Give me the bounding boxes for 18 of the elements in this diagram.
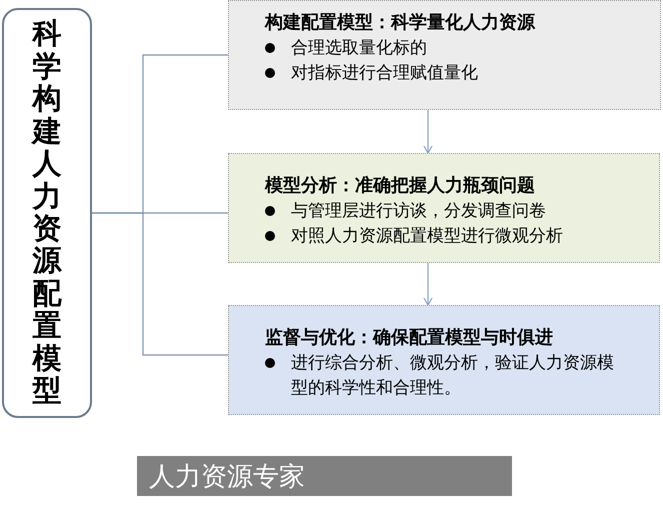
step-box xyxy=(228,0,661,110)
arrow xyxy=(423,110,433,154)
step-box xyxy=(228,153,660,263)
banner xyxy=(137,456,512,496)
bullet-text: 对照人力资源配置模型进行微观分析 xyxy=(291,225,563,247)
bullet-text: 进行综合分析、微观分析，验证人力资源模型的科学性和合理性。 xyxy=(291,352,615,399)
bullet-text: 对指标进行合理赋值量化 xyxy=(291,62,478,84)
title-text: 科学构建人力资源配置模型 xyxy=(32,18,62,408)
arrow xyxy=(423,263,433,306)
banner-text: 人力资源专家 xyxy=(149,460,305,492)
step-heading: 监督与优化：确保配置模型与时俱进 xyxy=(265,326,554,349)
step-heading: 构建配置模型：科学量化人力资源 xyxy=(265,11,536,34)
step-box xyxy=(228,305,660,415)
bullet-text: 与管理层进行访谈，分发调查问卷 xyxy=(291,200,546,222)
bullet-text: 合理选取量化标的 xyxy=(291,37,427,59)
bracket-line xyxy=(92,212,228,356)
title-box xyxy=(2,8,92,418)
step-heading: 模型分析：准确把握人力瓶颈问题 xyxy=(265,174,536,197)
